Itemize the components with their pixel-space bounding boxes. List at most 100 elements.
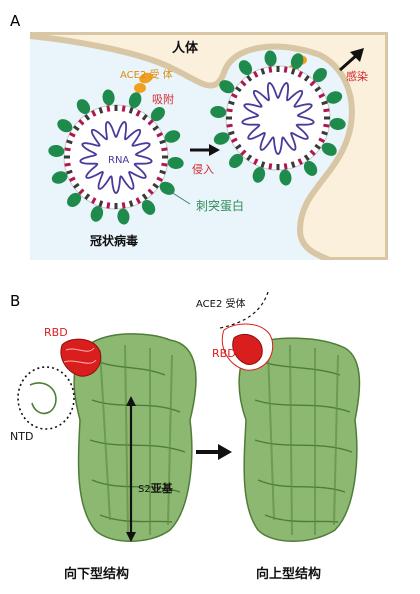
- membrane-segment: [260, 161, 266, 168]
- membrane-segment: [161, 162, 168, 167]
- spike-protein-down: [60, 333, 197, 542]
- spike-protein: [57, 119, 73, 133]
- spike-protein: [164, 130, 181, 143]
- ntd-structure: [29, 382, 57, 415]
- ace2-receptor-outline: [219, 291, 269, 329]
- rbd-down-detail: [63, 347, 97, 364]
- membrane-segment: [228, 130, 235, 136]
- ace2-receptor-left: [134, 72, 153, 93]
- membrane-segment: [297, 158, 303, 166]
- membrane-segment: [323, 108, 330, 113]
- membrane-segment: [321, 100, 328, 106]
- spike-protein: [238, 60, 253, 76]
- membrane-segment: [128, 107, 134, 114]
- down-conformation-caption: 向下型结构: [64, 566, 129, 582]
- transition-arrowhead: [218, 444, 232, 460]
- spike-protein: [321, 142, 337, 156]
- membrane-segment: [152, 182, 159, 189]
- membrane-segment: [121, 202, 126, 209]
- spike-protein: [210, 105, 227, 119]
- rbd-label-right: RBD: [212, 347, 236, 360]
- membrane-segment: [318, 93, 326, 99]
- spike-protein: [150, 106, 165, 122]
- rbd-label-left: RBD: [44, 326, 68, 339]
- rna-strand: [79, 121, 153, 194]
- membrane-segment: [309, 149, 316, 156]
- membrane-segment: [226, 123, 233, 128]
- human-body-label: 人体: [172, 40, 199, 56]
- spike-protein: [67, 192, 82, 208]
- rna-strand: [241, 82, 315, 155]
- spike-protein: [264, 50, 277, 67]
- rbd-down: [60, 338, 102, 377]
- spike-protein: [252, 167, 266, 183]
- membrane-segment: [78, 119, 85, 126]
- membrane-segment: [303, 154, 310, 161]
- membrane-segment: [290, 161, 296, 168]
- membrane-segment: [235, 86, 242, 93]
- membrane-segment: [226, 108, 233, 113]
- spike-protein: [290, 53, 304, 69]
- membrane-segment: [240, 149, 247, 156]
- membrane-segment: [141, 114, 148, 121]
- membrane-segment: [297, 70, 303, 78]
- spike-protein-label: 刺突蛋白: [196, 198, 244, 213]
- spike-protein-up: [221, 323, 361, 542]
- spike-protein: [117, 208, 130, 225]
- spike-protein: [326, 91, 343, 104]
- membrane-segment: [73, 182, 80, 189]
- membrane-segment: [314, 86, 321, 93]
- membrane-segment: [68, 176, 76, 182]
- membrane-segment: [106, 105, 111, 112]
- membrane-segment: [66, 139, 73, 145]
- membrane-segment: [91, 197, 97, 205]
- spike-protein: [141, 199, 156, 215]
- spike-pointer-line: [167, 189, 191, 205]
- infection-label: 感染: [346, 69, 368, 83]
- membrane-segment: [147, 188, 154, 195]
- membrane-segment: [159, 169, 166, 175]
- receptor-label: ACE2 受 体: [120, 69, 173, 81]
- protein-body-down: [73, 333, 197, 542]
- rna-label: RNA: [108, 155, 129, 166]
- membrane-segment: [64, 147, 71, 152]
- up-conformation-caption: 向上型结构: [256, 566, 321, 582]
- spike-protein: [90, 206, 104, 222]
- membrane-segment: [68, 132, 76, 138]
- spike-protein: [102, 89, 115, 106]
- panel-b-label: B: [10, 292, 20, 310]
- spike-protein: [279, 169, 292, 186]
- membrane-segment: [152, 125, 159, 132]
- spike-protein: [312, 67, 327, 83]
- s2-arrowhead-bottom: [126, 532, 136, 542]
- ntd-label: NTD: [10, 430, 33, 443]
- membrane-segment: [78, 188, 85, 195]
- membrane-segment: [159, 139, 166, 145]
- membrane-segment: [135, 109, 141, 117]
- membrane-segment: [283, 163, 288, 170]
- membrane-segment: [228, 100, 235, 106]
- spike-protein: [167, 156, 184, 170]
- membrane-segment: [121, 105, 126, 112]
- spike-protein: [48, 144, 65, 158]
- membrane-segment: [147, 119, 154, 126]
- membrane-segment: [283, 66, 288, 73]
- membrane-segment: [91, 109, 97, 117]
- membrane-segment: [156, 176, 164, 182]
- protein-strands-down: [99, 344, 173, 536]
- invasion-arrowhead: [209, 144, 220, 156]
- adsorption-label: 吸附: [152, 92, 174, 106]
- membrane-segment: [321, 130, 328, 136]
- membrane-segment: [161, 147, 168, 152]
- membrane-segment: [260, 68, 266, 75]
- coronavirus-label: 冠状病毒: [90, 233, 138, 248]
- spike-protein: [219, 80, 235, 94]
- membrane-segment: [303, 75, 310, 82]
- membrane-segment: [141, 193, 148, 200]
- spike-protein: [229, 153, 244, 169]
- spike-protein: [213, 132, 230, 145]
- membrane-segment: [253, 70, 259, 78]
- membrane-segment: [128, 200, 134, 207]
